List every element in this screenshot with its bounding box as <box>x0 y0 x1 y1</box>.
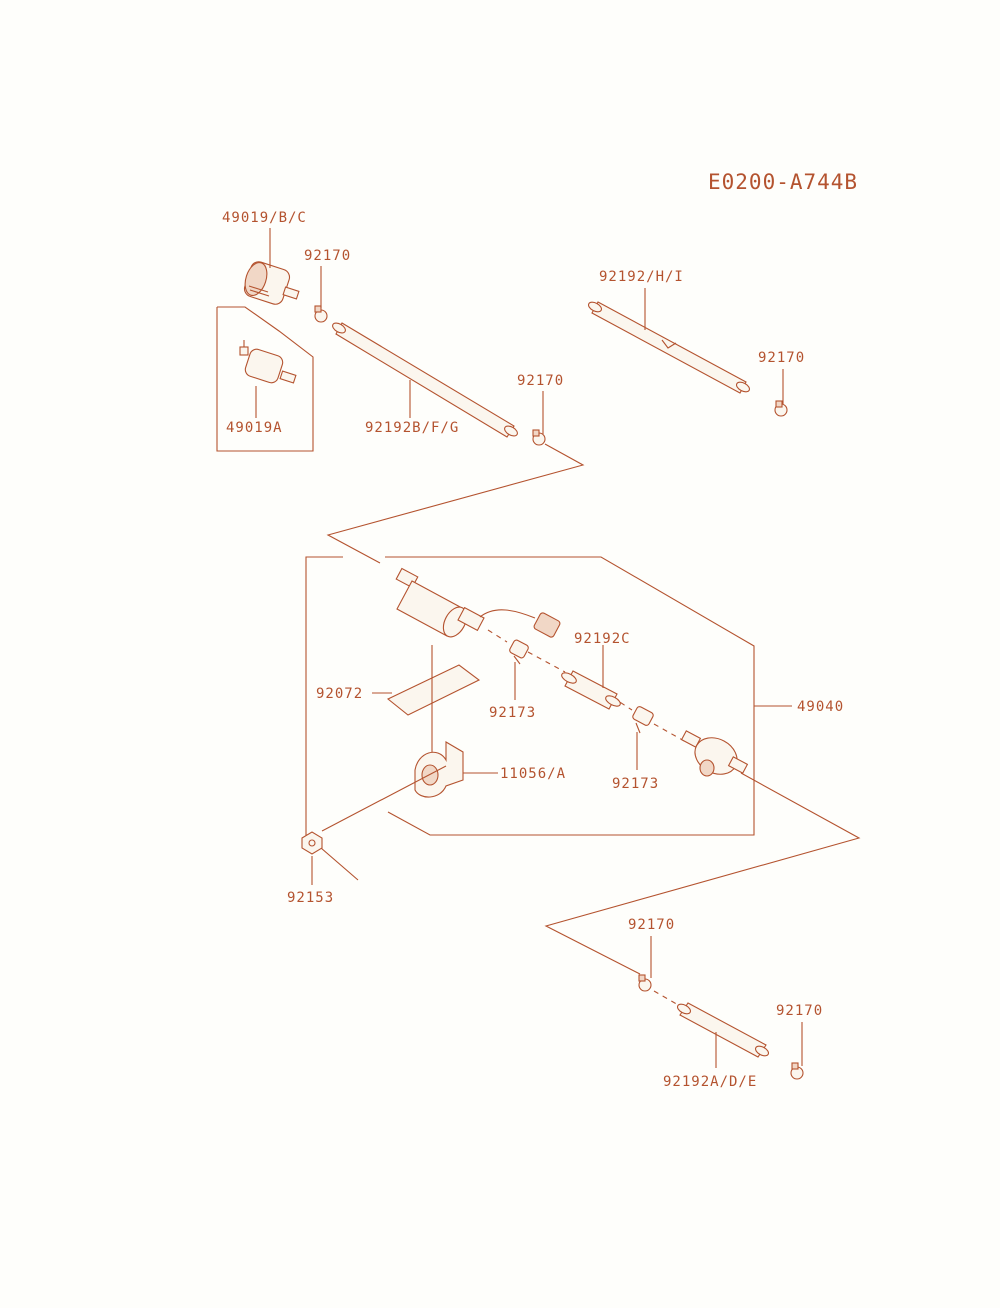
bolt-92153[interactable] <box>301 831 323 855</box>
label-92192bfg: 92192B/F/G <box>365 420 459 436</box>
label-92170-right: 92170 <box>758 350 805 366</box>
fuel-pump[interactable] <box>395 567 561 640</box>
label-92170-bottom: 92170 <box>628 917 675 933</box>
hose-clamp-92170-end[interactable] <box>790 1062 804 1080</box>
hose-clamp-92170-bottom[interactable] <box>638 974 652 992</box>
assembly-frame-right <box>385 556 755 836</box>
pump-clamp-92173-upper[interactable] <box>509 639 530 665</box>
diagram-code: E0200-A744B <box>708 170 858 194</box>
label-92170-mid: 92170 <box>517 373 564 389</box>
fuel-hose-92192hi[interactable] <box>587 300 751 394</box>
label-92153: 92153 <box>287 890 334 906</box>
label-92170-top: 92170 <box>304 248 351 264</box>
fuel-filter-49019a[interactable] <box>239 340 297 385</box>
label-49019a: 49019A <box>226 420 283 436</box>
fuel-hose-92192c[interactable] <box>560 670 622 710</box>
fuel-filter-49019bc[interactable] <box>241 260 300 307</box>
routing-line-upper <box>326 443 585 564</box>
hose-clamp-92170-top[interactable] <box>314 305 328 323</box>
fuel-hose-92192ade[interactable] <box>676 1002 770 1058</box>
routing-line-lower <box>544 772 861 975</box>
hose-clamp-92170-mid[interactable] <box>532 429 546 446</box>
label-92192c: 92192C <box>574 631 631 647</box>
label-11056a: 11056/A <box>500 766 566 782</box>
label-92173-upper: 92173 <box>489 705 536 721</box>
inset-frame <box>216 306 314 452</box>
cushion-sheet-92072[interactable] <box>386 664 481 716</box>
hose-clamp-92170-right[interactable] <box>774 400 788 417</box>
pump-filter[interactable] <box>680 730 749 782</box>
label-92072: 92072 <box>316 686 363 702</box>
label-49040: 49040 <box>797 699 844 715</box>
label-92173-lower: 92173 <box>612 776 659 792</box>
label-92192ade: 92192A/D/E <box>663 1074 757 1090</box>
fuel-hose-92192bfg[interactable] <box>331 321 519 438</box>
label-49019bc: 49019/B/C <box>222 210 307 226</box>
pump-clamp-92173-lower[interactable] <box>632 706 654 734</box>
label-92170-end: 92170 <box>776 1003 823 1019</box>
label-92192hi: 92192/H/I <box>599 269 684 285</box>
assembly-frame-left <box>305 556 359 881</box>
